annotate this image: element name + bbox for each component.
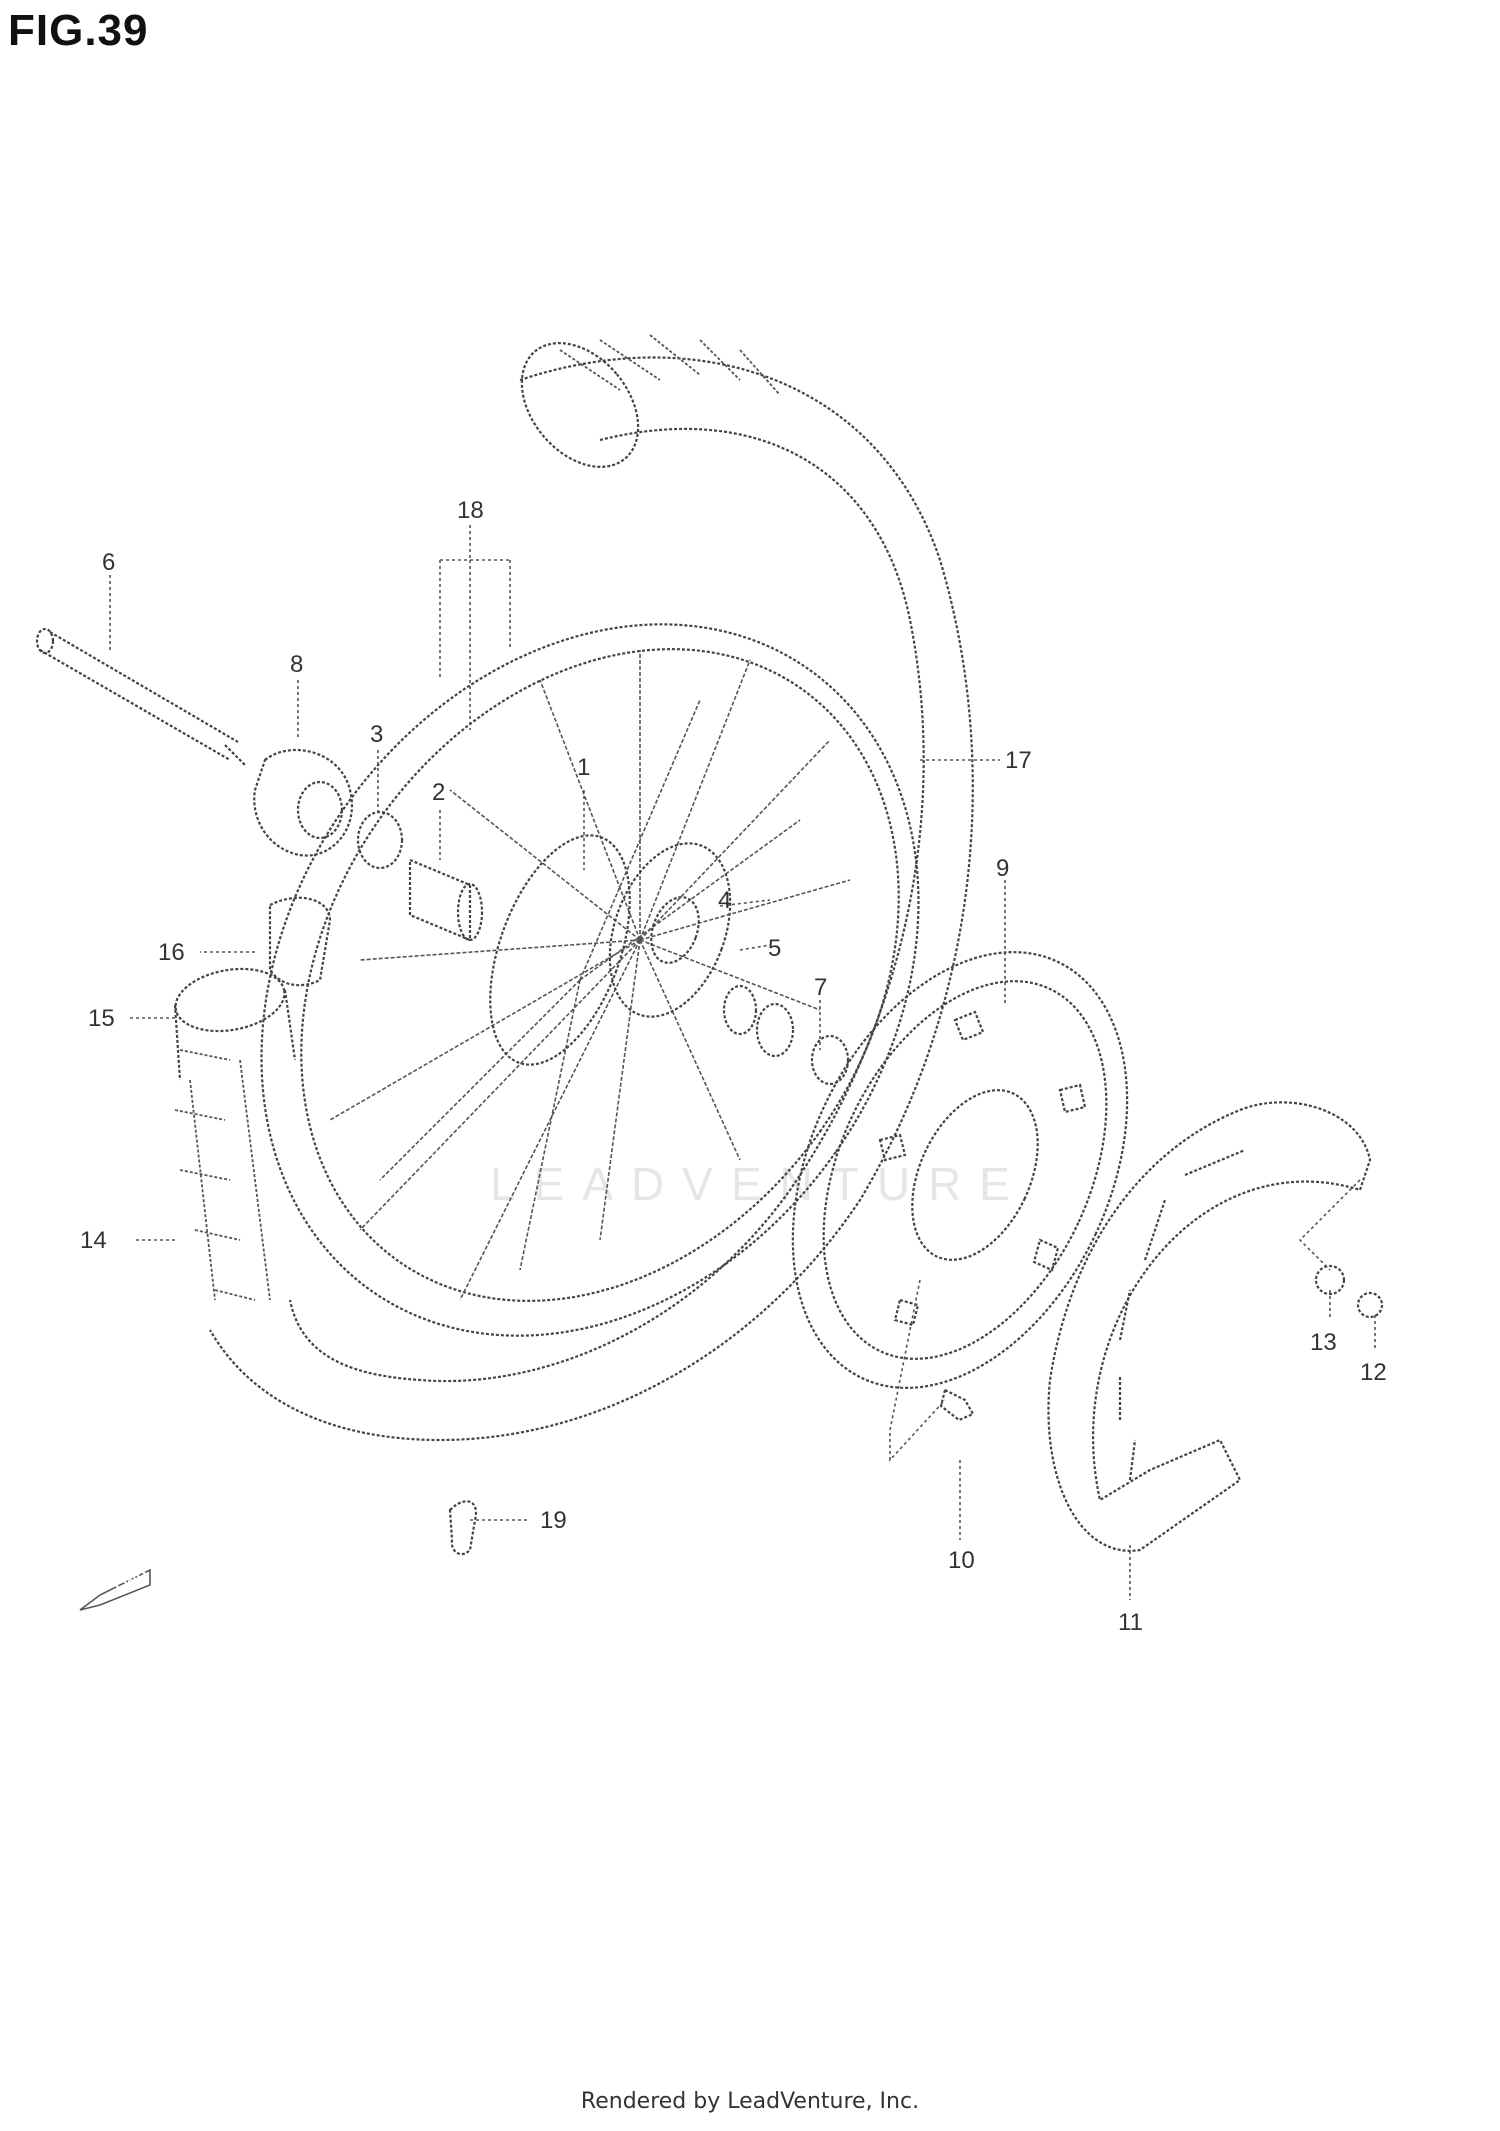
callout-19: 19 <box>540 1507 567 1534</box>
hub <box>489 834 732 1066</box>
callout-3: 3 <box>370 721 383 748</box>
cover-bolt <box>1356 1291 1384 1319</box>
tire <box>174 334 974 1442</box>
callout-7: 7 <box>814 974 827 1001</box>
dust-seal <box>810 1034 850 1086</box>
oil-seal <box>356 810 404 870</box>
callout-12: 12 <box>1360 1359 1387 1386</box>
callout-9: 9 <box>996 855 1009 882</box>
callout-4: 4 <box>718 887 731 914</box>
callout-18: 18 <box>457 497 484 524</box>
rim-band <box>268 896 332 987</box>
callout-16: 16 <box>158 939 185 966</box>
callout-1: 1 <box>577 754 590 781</box>
callout-5: 5 <box>768 935 781 962</box>
footer-credit: Rendered by LeadVenture, Inc. <box>580 2089 920 2114</box>
tube <box>173 967 297 1081</box>
spacer <box>408 858 484 942</box>
leader-lines <box>109 525 1376 1600</box>
callout-15: 15 <box>88 1005 115 1032</box>
speedometer-gearbox <box>253 748 353 857</box>
callout-6: 6 <box>102 549 115 576</box>
disc-cover <box>1047 1101 1372 1552</box>
axle <box>35 627 246 766</box>
callout-17: 17 <box>1005 747 1032 774</box>
disc-bolt <box>939 1388 975 1422</box>
callout-10: 10 <box>948 1547 975 1574</box>
brake-disc <box>791 951 1129 1389</box>
cover-washer <box>1314 1264 1346 1296</box>
callout-2: 2 <box>432 779 445 806</box>
callout-11: 11 <box>1118 1609 1143 1636</box>
spokes <box>329 650 851 1301</box>
watermark-text: LEADVENTURE <box>490 1158 1028 1210</box>
bearing <box>722 984 758 1036</box>
callout-8: 8 <box>290 651 303 678</box>
tire-section-top <box>520 342 640 468</box>
callout-14: 14 <box>80 1227 107 1254</box>
callout-labels: 1 2 3 4 5 6 7 8 9 10 11 12 13 14 15 16 1… <box>80 497 1387 1636</box>
valve-cap <box>448 1500 478 1556</box>
bearing-spacer <box>755 1002 795 1058</box>
figure-title: FIG.39 <box>8 6 149 55</box>
rim <box>260 623 920 1337</box>
callout-13: 13 <box>1310 1329 1337 1356</box>
forward-arrow-icon: FWD <box>79 1567 151 1611</box>
